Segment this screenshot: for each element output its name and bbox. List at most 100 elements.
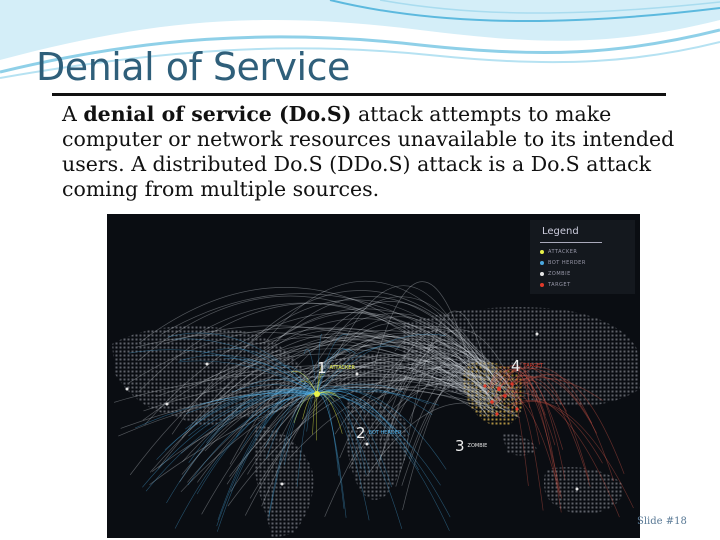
attack-arc [217,365,486,417]
attack-arc [244,354,490,516]
attack-arc [306,379,318,395]
body-text-bold-term: denial of service (Do.S) [83,102,352,126]
attack-arc [316,345,400,395]
attack-arc [196,302,501,409]
attack-arc [114,370,506,403]
attack-arc [217,336,522,412]
attack-arc [291,316,498,418]
attack-arc [236,387,318,437]
attack-arc [188,389,318,463]
attack-arc [491,394,560,494]
legend-item-zombie: ZOMBIE [540,271,571,277]
attack-arc [515,374,625,474]
attack-arc [288,332,508,400]
slide-body-text: A denial of service (Do.S) attack attemp… [62,102,682,202]
attack-arc [487,365,564,450]
attack-arc [164,325,520,419]
attack-arcs [114,280,634,532]
attack-arc [497,379,591,487]
attack-arc [316,373,324,395]
attack-arc [377,329,503,414]
attack-arc [161,293,508,383]
attack-arc [181,362,495,475]
map-label-target-number: 4 [511,357,521,375]
attack-arc [263,308,518,403]
attack-arc [174,393,318,529]
attack-arc [405,310,493,453]
legend-label-bot-herder: BOT HERDER [548,260,586,266]
attack-arc [129,328,501,476]
attack-arc [498,375,567,412]
attack-arc [257,379,483,422]
attack-arc [366,402,505,477]
attack-arc [197,341,509,483]
attack-arc [188,391,318,437]
attack-arc [230,357,490,492]
attack-arc [195,344,492,409]
attack-arc [273,296,501,386]
attack-arc [316,348,356,395]
attack-arc [402,359,517,511]
ddos-map-figure: Legend ATTACKER BOT HERDER ZOMBIE TARGET… [107,214,640,538]
attack-arc [134,392,318,429]
attack-arc [316,393,345,509]
attack-arc [316,386,366,414]
attack-arc [240,392,318,451]
attack-arc [339,347,488,459]
attack-arc [316,393,403,530]
attack-arc [376,352,485,472]
attack-arc [229,313,512,465]
attack-arc [137,295,498,417]
attack-arc [316,390,340,476]
attack-arc [408,351,518,421]
attack-arc [347,384,511,416]
attack-arc [200,348,318,395]
attack-arc [316,383,405,395]
attack-arc [316,393,370,521]
attack-arc [266,280,498,387]
attack-arc [376,357,492,424]
attack-arc [206,390,318,443]
attacker-point [314,391,320,397]
legend-label-zombie: ZOMBIE [548,271,571,277]
attack-arc [200,392,318,405]
attack-arc [398,343,500,399]
attack-arc [270,344,488,416]
map-label-attacker-text: ATTACKER [329,365,355,371]
legend-label-target: TARGET [548,282,571,288]
attack-arc [187,393,318,486]
attack-arc [187,373,503,411]
legend-dot-zombie [540,271,544,276]
attack-arc [204,348,504,403]
map-legend: Legend ATTACKER BOT HERDER ZOMBIE TARGET [530,220,635,294]
attack-arc [489,366,529,487]
attack-arc [316,348,351,395]
attack-arc [316,388,410,436]
attack-arc [316,390,419,471]
attack-arc [316,393,362,469]
map-label-zombie-text: ZOMBIE [467,443,488,449]
map-label-zombie-number: 3 [455,437,465,455]
attack-arc [313,340,490,419]
attack-arc [156,365,487,397]
attack-arc [268,392,318,515]
attack-arc [151,386,506,472]
attack-arc [223,358,318,395]
attack-arc [363,357,500,420]
attack-arc [316,333,323,395]
attack-arc [174,338,318,395]
attack-arc [511,381,560,496]
attack-arc [497,377,603,401]
attack-arc [204,365,485,452]
attack-arc [167,332,318,395]
attack-arc [179,354,318,395]
attack-arc [498,369,562,513]
attack-arc [386,329,522,438]
attack-arc [323,301,493,385]
attack-arc [287,372,502,460]
legend-divider [540,242,602,243]
attack-arc [142,392,318,488]
